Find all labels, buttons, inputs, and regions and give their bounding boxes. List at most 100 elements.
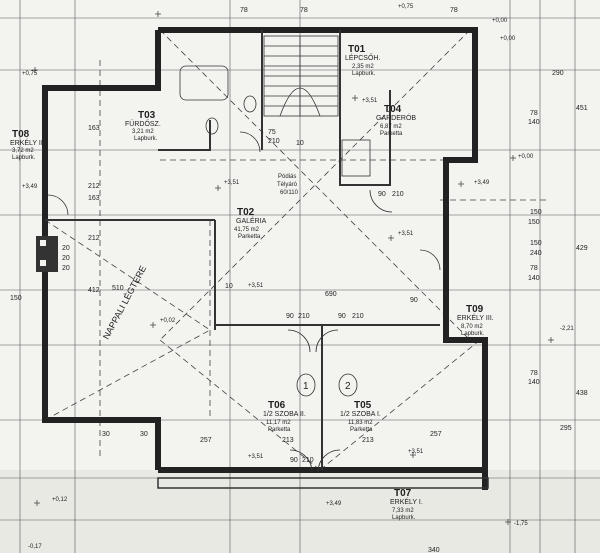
room-code: T07 — [394, 488, 412, 499]
podium-label: Pódiás — [278, 174, 296, 180]
svg-text:+3,49: +3,49 — [22, 184, 38, 190]
svg-text:295: 295 — [560, 425, 572, 432]
svg-text:+0,75: +0,75 — [22, 71, 38, 77]
svg-text:+0,02: +0,02 — [160, 318, 176, 324]
room-T03: T03 FÜRDŐSZ. 3,21 m2 Lapburk. — [125, 110, 161, 142]
room-floor: Lapburk. — [352, 71, 376, 77]
svg-text:451: 451 — [576, 105, 588, 112]
room-floor: Lapburk. — [461, 331, 485, 337]
svg-text:150: 150 — [530, 209, 542, 216]
svg-text:-1,75: -1,75 — [514, 521, 528, 527]
room-T08: T08 ERKÉLY II. 3,72 m2 Lapburk. — [10, 129, 45, 161]
svg-text:78: 78 — [530, 110, 538, 117]
svg-text:290: 290 — [552, 70, 564, 77]
room-code: T01 — [348, 44, 366, 55]
room-T06: T06 1/2 SZOBA II. 11,17 m2 Parketta — [263, 400, 306, 433]
level-markers — [32, 11, 554, 525]
svg-text:150: 150 — [530, 240, 542, 247]
room-code: T09 — [466, 304, 484, 315]
circle-marker-1 — [296, 373, 316, 397]
svg-text:90: 90 — [286, 313, 294, 320]
svg-text:257: 257 — [430, 431, 442, 438]
svg-text:212: 212 — [88, 183, 100, 190]
room-name: 1/2 SZOBA II. — [263, 411, 306, 418]
svg-text:429: 429 — [576, 245, 588, 252]
svg-text:90: 90 — [290, 457, 298, 464]
svg-text:163: 163 — [88, 125, 100, 132]
svg-text:+3,49: +3,49 — [474, 180, 490, 186]
room-name: ERKÉLY I. — [390, 497, 423, 506]
room-area: 7,33 m2 — [392, 508, 414, 514]
room-code: T02 — [237, 207, 255, 218]
svg-text:+3,51: +3,51 — [362, 98, 378, 104]
walls — [36, 27, 489, 490]
svg-text:30: 30 — [140, 431, 148, 438]
room-area: 3,72 m2 — [12, 148, 34, 154]
room-T09: T09 ERKÉLY III. 8,70 m2 Lapburk. — [457, 304, 494, 337]
svg-text:210: 210 — [392, 191, 404, 198]
room-floor: Parketta — [380, 131, 403, 137]
svg-text:140: 140 — [528, 275, 540, 282]
svg-text:10: 10 — [225, 283, 233, 290]
svg-text:90: 90 — [378, 191, 386, 198]
podium-dim-label: 60/110 — [280, 190, 299, 196]
room-floor: Lapburk. — [392, 515, 416, 521]
svg-text:+3,49: +3,49 — [326, 501, 342, 507]
svg-text:690: 690 — [325, 291, 337, 298]
svg-text:78: 78 — [300, 7, 308, 14]
elevation-markers: +0,75 +0,75 +0,00 +3,51 +3,51 +3,51 +3,5… — [22, 4, 574, 550]
svg-text:+0,12: +0,12 — [52, 497, 68, 503]
svg-text:20: 20 — [62, 245, 70, 252]
svg-text:+3,51: +3,51 — [248, 283, 264, 289]
dimension-labels: 78 78 290 451 78 140 163 212 78 140 163 … — [10, 7, 588, 553]
staircase — [263, 35, 339, 117]
svg-text:+0,00: +0,00 — [518, 154, 534, 160]
podium-sub-label: Télyáró — [277, 182, 298, 188]
svg-text:+0,75: +0,75 — [398, 4, 414, 10]
svg-text:340: 340 — [428, 547, 440, 553]
room-area: 11,17 m2 — [266, 420, 291, 426]
door-swings — [47, 131, 441, 473]
room-area: 6,87 m2 — [380, 124, 402, 130]
svg-text:-2,21: -2,21 — [560, 326, 574, 332]
circle-marker-2-label: 2 — [345, 381, 351, 392]
svg-text:213: 213 — [282, 437, 294, 444]
room-code: T05 — [354, 400, 372, 411]
room-name: FÜRDŐSZ. — [125, 119, 161, 128]
room-floor: Parketta — [350, 427, 373, 433]
svg-text:210: 210 — [298, 313, 310, 320]
room-T07: T07 ERKÉLY I. 7,33 m2 Lapburk. — [390, 488, 423, 521]
svg-text:+3,51: +3,51 — [224, 180, 240, 186]
svg-text:10: 10 — [296, 140, 304, 147]
svg-text:78: 78 — [450, 7, 458, 14]
room-area: 2,35 m2 — [352, 64, 374, 70]
room-T01: T01 LÉPCSŐH. 2,35 m2 Lapburk. — [345, 44, 380, 77]
circle-marker-2 — [338, 373, 358, 397]
room-name: LÉPCSŐH. — [345, 53, 380, 62]
svg-text:210: 210 — [268, 138, 280, 145]
svg-text:140: 140 — [528, 119, 540, 126]
svg-text:+3,51: +3,51 — [248, 454, 264, 460]
svg-text:78: 78 — [240, 7, 248, 14]
room-area: 41,75 m2 — [234, 227, 260, 233]
room-name: ERKÉLY II. — [10, 138, 45, 147]
room-floor: Parketta — [238, 234, 261, 240]
svg-text:+3,51: +3,51 — [398, 231, 414, 237]
room-name: GARDERÓB — [376, 113, 416, 122]
svg-text:75: 75 — [268, 129, 276, 136]
room-name: 1/2 SZOBA I. — [340, 411, 381, 418]
svg-text:212: 212 — [88, 235, 100, 242]
svg-text:90: 90 — [410, 297, 418, 304]
svg-text:210: 210 — [352, 313, 364, 320]
room-name: ERKÉLY III. — [457, 313, 494, 322]
room-floor: Lapburk. — [12, 155, 36, 161]
svg-text:163: 163 — [88, 195, 100, 202]
room-area: 3,21 m2 — [132, 129, 154, 135]
room-code: T04 — [384, 104, 402, 115]
svg-text:78: 78 — [530, 265, 538, 272]
room-code: T08 — [12, 129, 30, 140]
room-T04: T04 GARDERÓB 6,87 m2 Parketta — [376, 104, 416, 137]
svg-text:+3,51: +3,51 — [408, 449, 424, 455]
room-floor: Parketta — [268, 427, 291, 433]
